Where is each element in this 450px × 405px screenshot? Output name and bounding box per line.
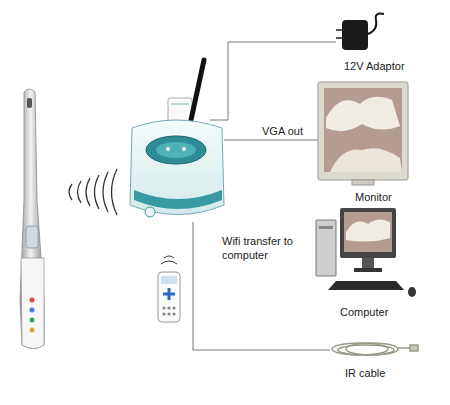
power-adaptor xyxy=(336,14,384,50)
ir-cable xyxy=(332,343,418,355)
monitor-part: Monitor xyxy=(355,191,392,204)
adaptor-part: 12V Adaptor xyxy=(344,60,405,73)
intraoral-camera xyxy=(20,89,44,349)
connection-label: VGA out xyxy=(262,124,303,138)
remote-control xyxy=(158,256,180,322)
receiver xyxy=(130,60,224,217)
part-caption: IR cable xyxy=(345,367,385,380)
wireless-waves xyxy=(69,169,117,215)
part-caption: Monitor xyxy=(355,191,392,204)
computer xyxy=(316,208,416,297)
cable-part: IR cable xyxy=(345,367,385,380)
part-caption: Computer xyxy=(340,306,388,319)
monitor xyxy=(318,82,408,185)
connection-label: Wifi transfer to computer xyxy=(222,234,314,262)
part-caption: 12V Adaptor xyxy=(344,60,405,73)
computer-part: Computer xyxy=(340,306,388,319)
